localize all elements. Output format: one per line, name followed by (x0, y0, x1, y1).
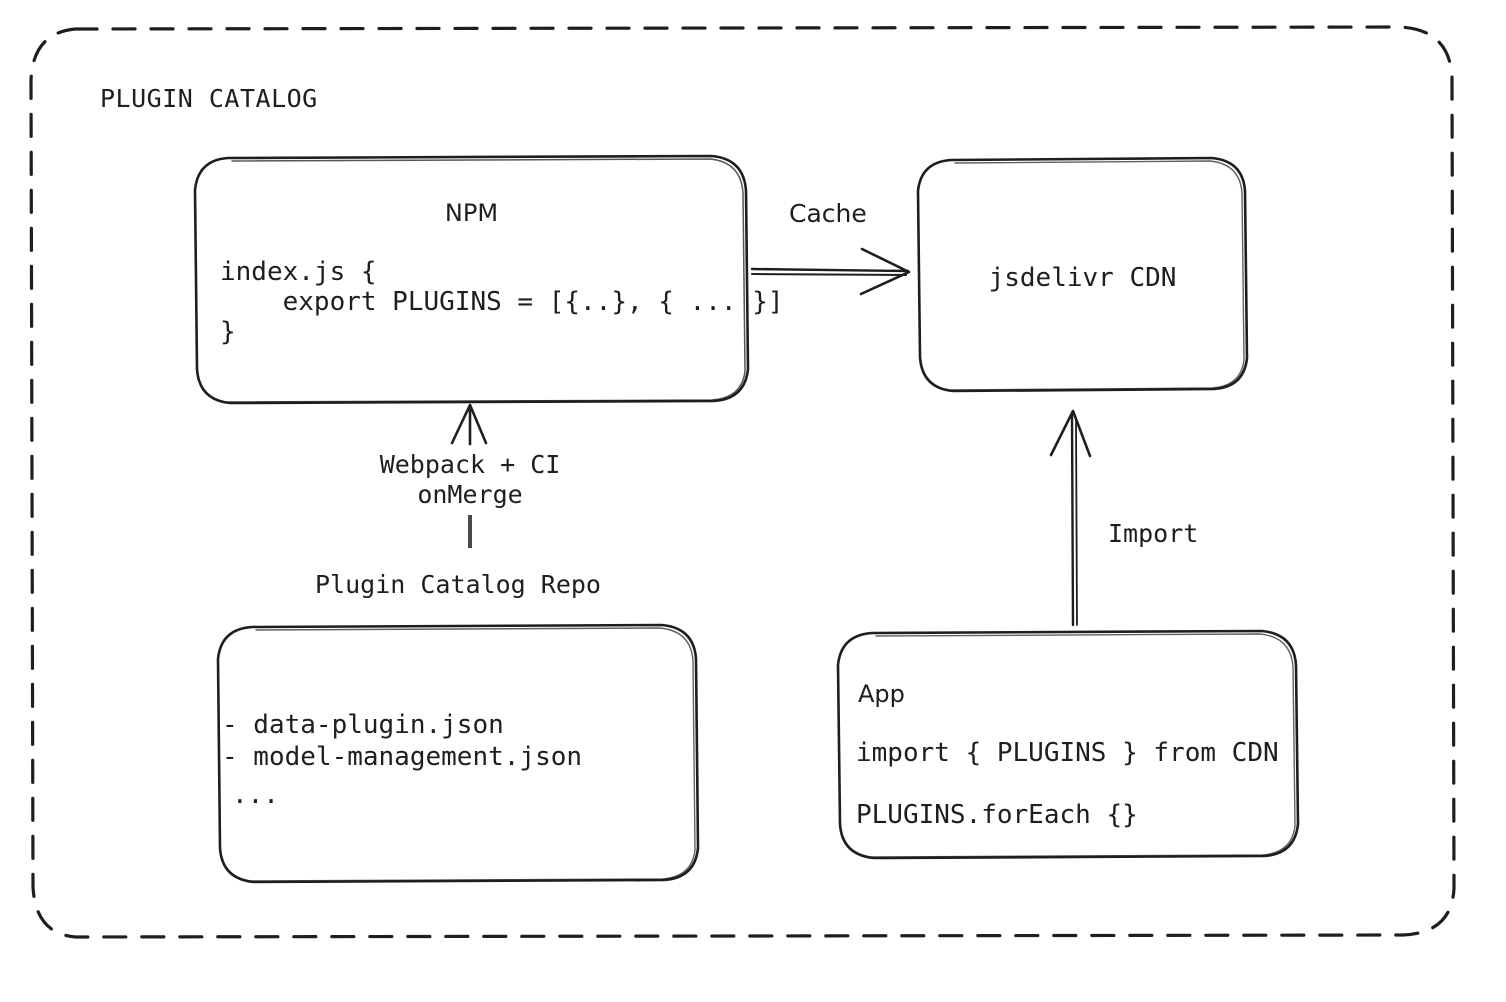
import-edge-label: Import (1108, 519, 1199, 548)
repo-box-shape (216, 623, 700, 884)
cdn-title: jsdelivr CDN (988, 263, 1177, 293)
npm-title: NPM (444, 199, 499, 227)
repo-item-3: ... (232, 780, 279, 810)
plugin-catalog-frame (29, 25, 1456, 939)
app-code-line-2: PLUGINS.forEach {} (856, 800, 1138, 830)
npm-code-line-1: index.js { (220, 257, 377, 287)
cdn-box-shape (916, 156, 1249, 393)
import-arrow (1049, 409, 1092, 627)
npm-code-line-2: export PLUGINS = [{..}, { ... }] (220, 287, 784, 317)
build-edge-label-line2: onMerge (417, 480, 523, 509)
cache-arrow (750, 247, 911, 296)
build-arrow (450, 403, 488, 548)
repo-item-2: - model-management.json (222, 742, 583, 772)
repo-caption: Plugin Catalog Repo (315, 570, 601, 599)
npm-code-line-3: } (220, 317, 236, 347)
app-box-shape (836, 629, 1300, 860)
app-code-line-1: import { PLUGINS } from CDN (856, 738, 1279, 768)
app-title: App (858, 680, 905, 708)
build-edge-label-line1: Webpack + CI (379, 450, 561, 479)
repo-item-1: - data-plugin.json (222, 710, 504, 740)
npm-box-shape (193, 154, 750, 405)
cache-edge-label: Cache (789, 199, 867, 228)
frame-title: PLUGIN CATALOG (100, 84, 318, 113)
